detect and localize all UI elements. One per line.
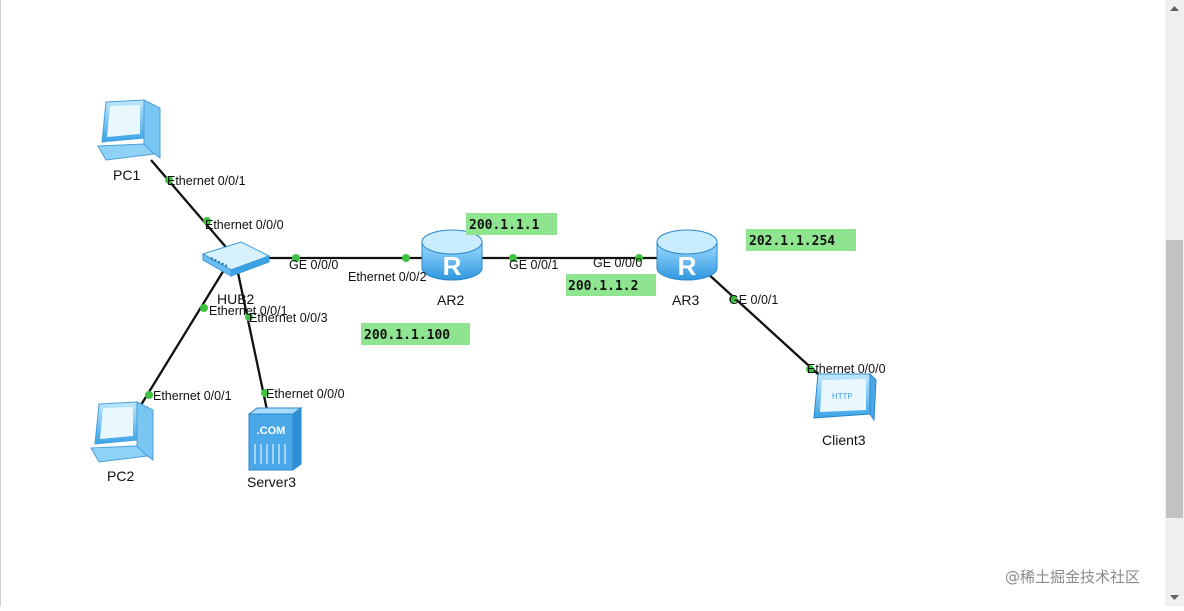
router-icon-letter: R	[443, 251, 462, 281]
port-label-hub-eth000: Ethernet 0/0/0	[205, 218, 284, 232]
scroll-down-arrow-icon[interactable]	[1165, 588, 1184, 606]
scrollbar-thumb[interactable]	[1166, 240, 1183, 518]
ar2-node[interactable]: R	[421, 229, 483, 281]
hub-icon	[201, 241, 271, 277]
client3-label: Client3	[822, 432, 866, 448]
vertical-scrollbar[interactable]	[1165, 0, 1184, 606]
server-icon: .COM	[247, 407, 303, 471]
pc-icon	[97, 99, 161, 161]
ip-text-ar3: 200.1.1.2	[568, 279, 638, 294]
client-icon: HTTP	[813, 372, 877, 422]
pc-icon	[90, 401, 154, 463]
port-label-hub-ge000: GE 0/0/0	[289, 258, 338, 272]
pc2-label: PC2	[107, 468, 134, 484]
port-label-ar2-eth002: Ethernet 0/0/2	[348, 270, 427, 284]
ip-label-lan: 200.1.1.100	[361, 323, 470, 345]
link-pc1-hub2[interactable]	[150, 159, 232, 254]
ar2-label: AR2	[437, 292, 464, 308]
router-icon-letter: R	[678, 251, 697, 281]
hub2-label: HUB2	[217, 291, 255, 307]
port-label-server-eth000: Ethernet 0/0/0	[266, 387, 345, 401]
ip-text-lan: 200.1.1.100	[364, 328, 450, 343]
topology-canvas[interactable]: PC1 PC2 HUB2 R AR2 R	[0, 0, 1166, 606]
ar3-label: AR3	[672, 292, 699, 308]
server3-node[interactable]: .COM	[247, 407, 303, 471]
port-label-client-eth000: Ethernet 0/0/0	[807, 362, 886, 376]
port-label-pc2-eth001: Ethernet 0/0/1	[153, 389, 232, 403]
pc1-label: PC1	[113, 167, 140, 183]
client-icon-text: HTTP	[832, 392, 853, 401]
port-label-ar3-ge000: GE 0/0/0	[593, 256, 642, 270]
port-dots	[145, 176, 814, 399]
link-hub2-pc2[interactable]	[140, 264, 228, 406]
hub2-node[interactable]	[201, 241, 271, 277]
port-label-ar2-ge001: GE 0/0/1	[509, 258, 558, 272]
watermark: @稀土掘金技术社区	[1005, 568, 1141, 586]
link-hub2-server3[interactable]	[235, 267, 269, 411]
link-ar3-client3[interactable]	[705, 271, 820, 376]
client3-node[interactable]: HTTP	[813, 372, 877, 422]
port-label-ar3-ge001: GE 0/0/1	[729, 293, 778, 307]
router-icon: R	[656, 229, 718, 281]
ar3-node[interactable]: R	[656, 229, 718, 281]
router-icon: R	[421, 229, 483, 281]
server-icon-text: .COM	[257, 425, 286, 437]
port-label-hub-eth003: Ethernet 0/0/3	[249, 311, 328, 325]
scroll-up-arrow-icon[interactable]	[1165, 0, 1184, 18]
server3-label: Server3	[247, 474, 296, 490]
ip-label-ar3: 200.1.1.2	[566, 274, 656, 296]
topology-diagram: PC1 PC2 HUB2 R AR2 R	[90, 99, 886, 490]
port-label-pc1-eth001: Ethernet 0/0/1	[167, 174, 246, 188]
port-label-hub-eth001: Ethernet 0/0/1	[209, 304, 288, 318]
ip-text-client-net: 202.1.1.254	[749, 234, 835, 249]
ip-label-ar2: 200.1.1.1	[466, 213, 557, 235]
ip-label-client-net: 202.1.1.254	[746, 229, 856, 251]
pc2-node[interactable]	[90, 401, 154, 463]
pc1-node[interactable]	[97, 99, 161, 161]
ip-text-ar2: 200.1.1.1	[469, 218, 540, 233]
